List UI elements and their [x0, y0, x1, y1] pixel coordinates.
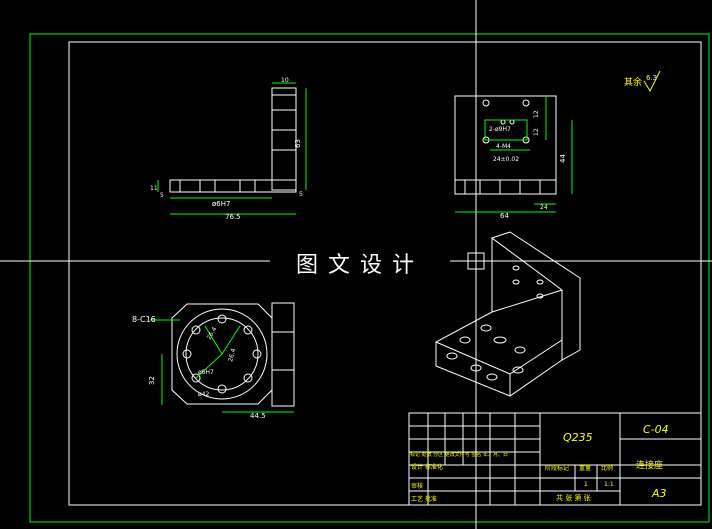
row-design: 设计 标准化 [411, 463, 443, 471]
isometric-view [435, 231, 581, 397]
side-dim-thickness: 10 [281, 77, 289, 84]
watermark-text: 图文设计 [270, 250, 450, 282]
title-block: Q235 C-04 连接座 A3 阶段标记 重量 比例 1 1:1 共 张 第 … [408, 412, 702, 506]
header-stage: 阶段标记 [545, 464, 569, 472]
side-dim-height: 63 [294, 139, 302, 148]
side-dim-bore: ø6H7 [212, 200, 230, 208]
drawing-number: C-04 [643, 423, 669, 436]
top-dim-chamfer: 8-C16 [132, 315, 156, 324]
top-dim-half-height: 32 [148, 376, 156, 385]
top-dim-pcd: ø42 [198, 391, 209, 398]
roughness-value: 6.3 [646, 74, 657, 82]
row-process: 工艺 批准 [411, 495, 437, 503]
part-name: 连接座 [636, 459, 663, 471]
side-view: 10 63 11 5 ø6H7 76.5 5 [150, 77, 307, 221]
sheet-size: A3 [651, 487, 667, 500]
roughness-label: 其余 [624, 76, 642, 88]
top-dim-offset: 44.5 [250, 412, 266, 420]
inner-border [68, 41, 702, 506]
weight-value: 1 [584, 481, 588, 488]
sheets-label: 共 张 第 张 [556, 493, 591, 502]
side-dim-step: 5 [160, 192, 164, 199]
row-revision: 标记 处数 分区 更改文件号 签名 年、月、日 [410, 451, 508, 458]
header-scale: 比例 [601, 464, 613, 472]
top-dim-bore: ø6H7 [198, 369, 214, 376]
front-dim-v1: 12 [533, 110, 540, 118]
side-dim-edge: 5 [299, 191, 303, 198]
material-text: Q235 [563, 431, 593, 444]
front-dim-offset: 24 [540, 204, 548, 211]
top-dim-angle-a: 26.4 [206, 326, 219, 341]
front-dim-spacing: 24±0.02 [493, 156, 519, 163]
outer-border [29, 33, 710, 523]
scale-value: 1:1 [604, 481, 614, 488]
header-weight: 重量 [579, 464, 591, 472]
top-dim-angle-b: 26.4 [227, 348, 237, 363]
front-dim-holes: 2-ø9H7 [489, 126, 511, 133]
roughness-note: 其余 6.3 [624, 70, 661, 93]
front-dim-width: 64 [500, 212, 509, 220]
side-dim-base-thick: 11 [150, 185, 158, 192]
row-review: 审核 [411, 482, 423, 490]
front-dim-thread: 4-M4 [496, 143, 511, 150]
side-dim-length: 76.5 [225, 213, 241, 221]
front-dim-v2: 12 [533, 128, 540, 136]
front-view: 2-ø9H7 4-M4 24±0.02 12 12 44 64 24 [454, 95, 573, 220]
top-view: 8-C16 32 44.5 ø6H7 ø42 26.4 26.4 [132, 302, 295, 420]
front-dim-height: 44 [559, 154, 567, 163]
